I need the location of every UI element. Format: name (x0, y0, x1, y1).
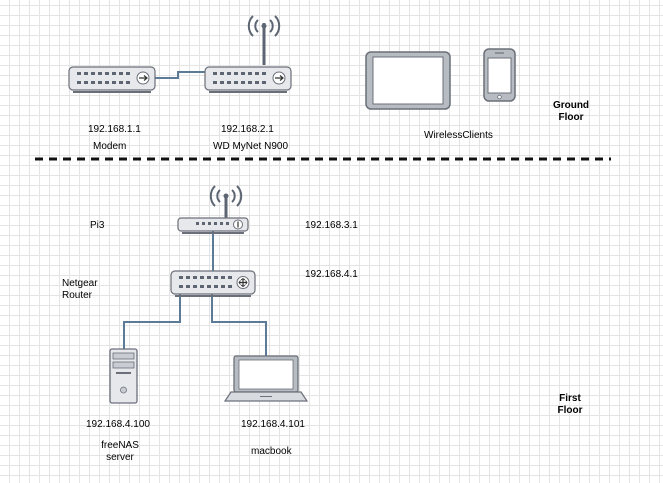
laptop-icon (223, 355, 309, 402)
ground-floor-label: Ground Floor (552, 100, 590, 123)
link-netgear-macbook (211, 294, 267, 357)
freenas-name-label: freeNAS server (101, 440, 139, 463)
tablet-icon (365, 51, 451, 110)
router-name-label: WD MyNet N900 (213, 141, 289, 152)
netgear-name-label: Netgear Router (62, 278, 98, 301)
macbook-name-label: macbook (251, 446, 292, 457)
pi-name-label: Pi3 (90, 220, 105, 231)
connection-lines (123, 71, 267, 357)
netgear-router-icon (170, 270, 256, 297)
macbook-ip-label: 192.168.4.101 (241, 419, 305, 430)
link-netgear-freenas (123, 294, 181, 350)
netgear-ip-label: 192.168.4.1 (305, 269, 358, 280)
link-modem-router (155, 71, 205, 79)
modem-name-label: Modem (93, 141, 127, 152)
modem-ip-label: 192.168.1.1 (88, 124, 141, 135)
wireless-router-icon (204, 15, 292, 93)
router-ip-label: 192.168.2.1 (221, 124, 274, 135)
wireless-clients-label: WirelessClients (424, 130, 493, 141)
smartphone-icon (483, 48, 516, 102)
pi-access-point-icon (177, 185, 249, 234)
first-floor-label: First Floor (557, 393, 583, 416)
freenas-ip-label: 192.168.4.100 (86, 419, 150, 430)
pi-ip-label: 192.168.3.1 (305, 220, 358, 231)
modem-icon (68, 66, 156, 93)
server-tower-icon (109, 348, 138, 404)
